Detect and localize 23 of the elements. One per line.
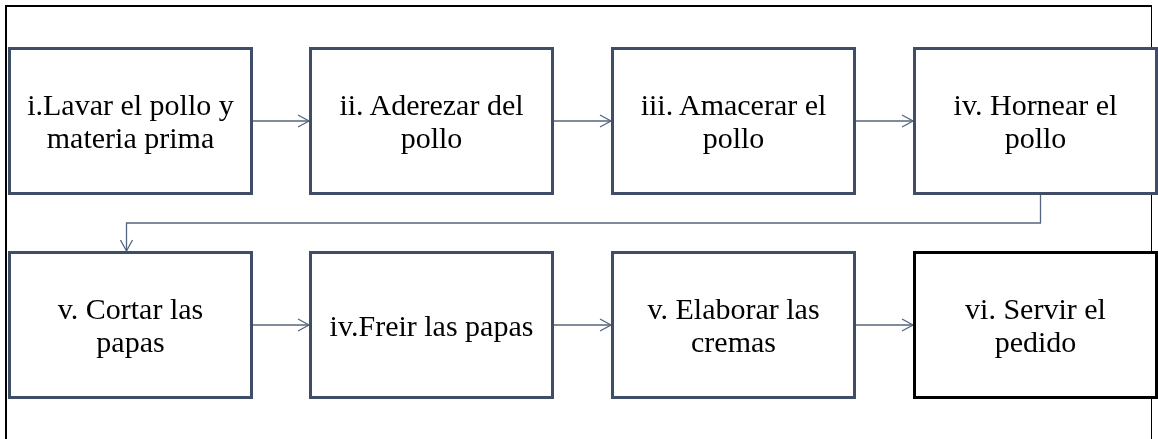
arrow (855, 318, 914, 332)
step-text: vi. Servir el pedido (964, 292, 1107, 358)
step-text: i.Lavar el pollo y materia prima (26, 88, 235, 154)
step-text: ii. Aderezar del pollo (338, 88, 525, 154)
process-box (8, 47, 253, 195)
step-text: iii. Amacerar el pollo (639, 88, 828, 154)
arrow (252, 318, 310, 332)
step-text: v. Cortar las papas (56, 292, 205, 358)
arrow (119, 194, 1042, 252)
step-text: iv.Freir las papas (329, 308, 534, 342)
process-box (913, 251, 1158, 399)
process-box (309, 251, 554, 399)
arrow (553, 318, 612, 332)
process-box (611, 251, 856, 399)
process-box (8, 251, 253, 399)
arrow (252, 114, 310, 128)
step-text: iv. Hornear el pollo (952, 88, 1119, 154)
arrow (553, 114, 612, 128)
process-box (913, 47, 1158, 195)
process-box (611, 47, 856, 195)
process-box (309, 47, 554, 195)
step-text: v. Elaborar las cremas (646, 292, 821, 358)
arrow (855, 114, 914, 128)
